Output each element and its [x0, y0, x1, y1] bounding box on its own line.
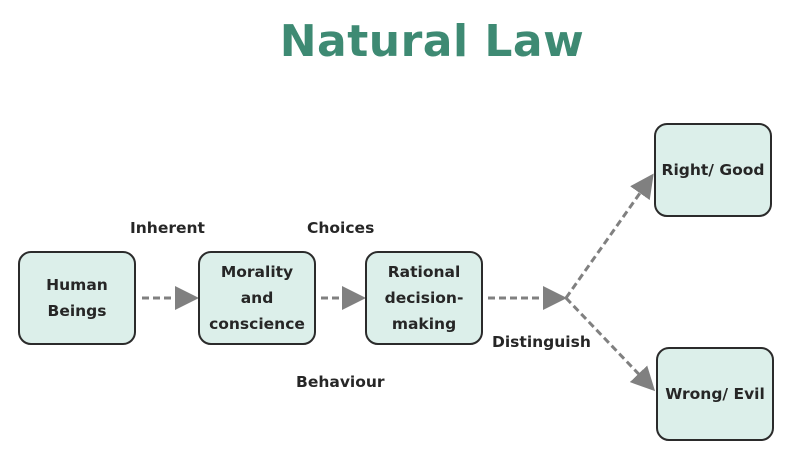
arrow-junction-to-wrong — [564, 296, 656, 392]
node-wrong-evil: Wrong/ Evil — [656, 347, 774, 441]
node-human-beings: Human Beings — [18, 251, 136, 345]
node-rational-decision: Rational decision-making — [365, 251, 483, 345]
label-choices: Choices — [307, 219, 375, 237]
label-behaviour: Behaviour — [296, 373, 385, 391]
node-right-good: Right/ Good — [654, 123, 772, 217]
arrow-junction-to-right — [564, 173, 654, 299]
label-distinguish: Distinguish — [492, 333, 591, 351]
label-inherent: Inherent — [130, 219, 205, 237]
node-morality-conscience: Morality and conscience — [198, 251, 316, 345]
diagram-title: Natural Law — [279, 16, 585, 67]
